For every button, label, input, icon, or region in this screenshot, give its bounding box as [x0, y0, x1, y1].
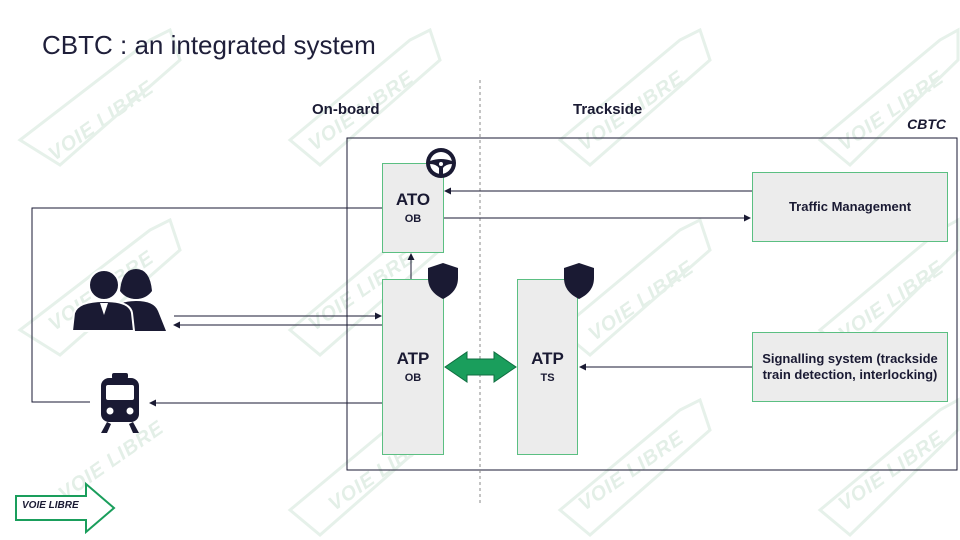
- ato-onboard-box: ATO OB: [382, 163, 444, 253]
- shield-icon: [428, 263, 458, 299]
- logo-text: VOIE LIBRE: [22, 500, 79, 511]
- atp-ts-title: ATP: [531, 349, 564, 368]
- voie-libre-arrow-logo: [15, 482, 116, 534]
- ato-sub: OB: [404, 213, 422, 225]
- atp-ts-sub: TS: [540, 372, 555, 384]
- trackside-label: Trackside: [573, 101, 643, 118]
- steering-wheel-icon: [426, 148, 456, 178]
- loop-line: [31, 207, 382, 403]
- shield-icon: [564, 263, 594, 299]
- cbtc-frame: [346, 137, 958, 471]
- onboard-label: On-board: [312, 101, 380, 118]
- atp-trackside-box: ATP TS: [517, 279, 578, 455]
- atp-ob-title: ATP: [396, 349, 430, 368]
- atp-ob-sub: OB: [404, 372, 422, 384]
- slide-title: CBTC : an integrated system: [42, 30, 376, 60]
- signalling-system-label: Signalling system (trackside train detec…: [762, 351, 938, 382]
- atp-bidirectional-arrow: [444, 351, 517, 383]
- traffic-management-box: Traffic Management: [752, 172, 948, 242]
- people-icon: [70, 269, 166, 332]
- ato-title: ATO: [395, 190, 431, 209]
- train-icon: [101, 373, 139, 433]
- signalling-system-box: Signalling system (trackside train detec…: [752, 332, 948, 402]
- cbtc-label: CBTC: [907, 116, 946, 132]
- traffic-management-label: Traffic Management: [788, 199, 912, 214]
- atp-onboard-box: ATP OB: [382, 279, 444, 455]
